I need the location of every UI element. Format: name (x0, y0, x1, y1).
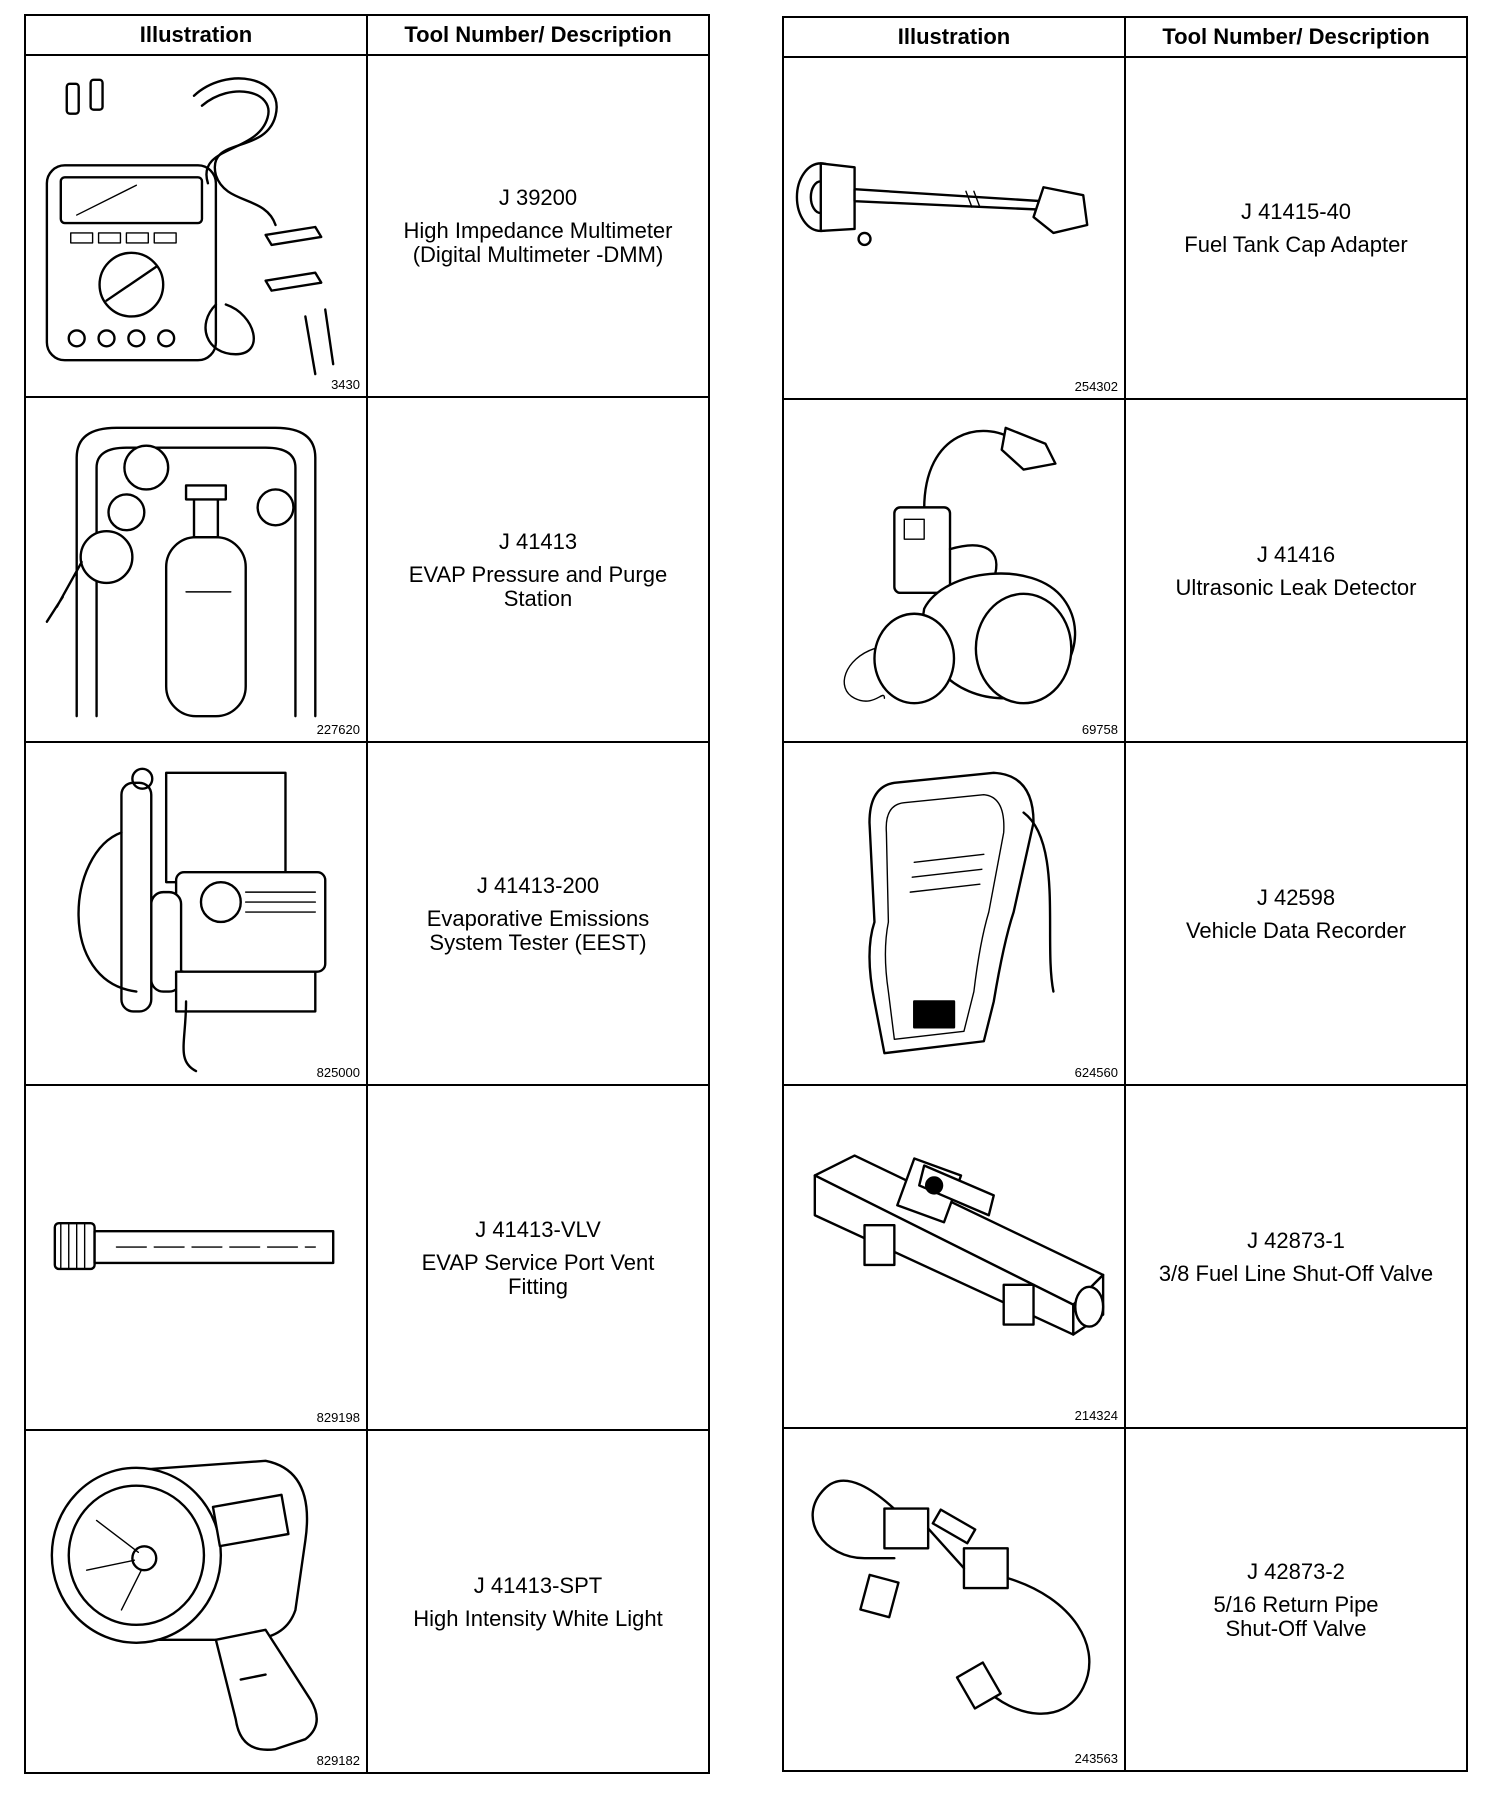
illustration-cell: 69758 (782, 398, 1126, 743)
tool-description: High Intensity White Light (413, 1605, 663, 1631)
vent-fitting-icon (26, 1086, 366, 1429)
tool-row: 829198 J 41413-VLV EVAP Service Port Ven… (24, 1084, 710, 1431)
illustration-header: Illustration (24, 14, 368, 56)
header-row: Illustration Tool Number/ Description (24, 14, 710, 56)
illustration-cell: 227620 (24, 396, 368, 743)
tool-cell: J 41413 EVAP Pressure and Purge Station (366, 396, 710, 743)
tool-cell: J 41415-40 Fuel Tank Cap Adapter (1124, 56, 1468, 400)
tool-description: 5/16 Return Pipe Shut-Off Valve (1213, 1591, 1379, 1641)
tool-number: J 41416 (1256, 541, 1336, 567)
figure-number: 3430 (331, 377, 360, 392)
figure-number: 243563 (1074, 1751, 1118, 1766)
tool-cell: J 42598 Vehicle Data Recorder (1124, 741, 1468, 1086)
tool-number: J 42873-1 (1247, 1227, 1345, 1253)
tool-header: Tool Number/ Description (366, 14, 710, 56)
figure-number: 829198 (316, 1410, 360, 1425)
tool-cell: J 42873-1 3/8 Fuel Line Shut-Off Valve (1124, 1084, 1468, 1429)
figure-number: 227620 (316, 722, 360, 737)
tool-description: Evaporative Emissions System Tester (EES… (426, 905, 650, 955)
tool-number: J 39200 (498, 185, 578, 210)
data-recorder-icon (784, 743, 1124, 1084)
tool-number: J 41413-SPT (473, 1572, 603, 1598)
illustration-cell: 624560 (782, 741, 1126, 1086)
tool-row: 825000 J 41413-200 Evaporative Emissions… (24, 741, 710, 1086)
emissions-tester-icon (26, 743, 366, 1084)
tool-description: Fuel Tank Cap Adapter (1184, 232, 1408, 257)
tool-description: High Impedance Multimeter (Digital Multi… (403, 218, 673, 267)
illustration-cell: 3430 (24, 54, 368, 398)
illustration-header: Illustration (782, 16, 1126, 58)
illustration-cell: 829198 (24, 1084, 368, 1431)
cap-adapter-icon (784, 58, 1124, 398)
shutoff-valve-icon (784, 1086, 1124, 1427)
tool-row: 69758 J 41416 Ultrasonic Leak Detector (782, 398, 1468, 743)
white-light-icon (26, 1431, 366, 1772)
tool-cell: J 41413-SPT High Intensity White Light (366, 1429, 710, 1774)
multimeter-icon (26, 56, 366, 396)
figure-number: 624560 (1074, 1065, 1118, 1080)
figure-number: 825000 (316, 1065, 360, 1080)
tool-description: EVAP Pressure and Purge Station (408, 561, 668, 611)
leak-detector-icon (784, 400, 1124, 741)
illustration-cell: 243563 (782, 1427, 1126, 1772)
tool-cell: J 42873-2 5/16 Return Pipe Shut-Off Valv… (1124, 1427, 1468, 1772)
figure-number: 829182 (316, 1753, 360, 1768)
tool-description: EVAP Service Port Vent Fitting (421, 1249, 655, 1299)
tool-row: 829182 J 41413-SPT High Intensity White … (24, 1429, 710, 1774)
tool-header: Tool Number/ Description (1124, 16, 1468, 58)
tool-description: Ultrasonic Leak Detector (1175, 574, 1417, 600)
tool-row: 243563 J 42873-2 5/16 Return Pipe Shut-O… (782, 1427, 1468, 1772)
tool-cell: J 41416 Ultrasonic Leak Detector (1124, 398, 1468, 743)
tool-number: J 41413 (498, 528, 578, 554)
tool-cell: J 41413-200 Evaporative Emissions System… (366, 741, 710, 1086)
illustration-cell: 829182 (24, 1429, 368, 1774)
figure-number: 254302 (1074, 379, 1118, 394)
illustration-cell: 254302 (782, 56, 1126, 400)
tool-cell: J 41413-VLV EVAP Service Port Vent Fitti… (366, 1084, 710, 1431)
illustration-cell: 825000 (24, 741, 368, 1086)
tool-number: J 42598 (1256, 884, 1336, 910)
purge-station-icon (26, 398, 366, 741)
tool-description: 3/8 Fuel Line Shut-Off Valve (1158, 1260, 1434, 1286)
tool-table-left: Illustration Tool Number/ Description (24, 14, 710, 1774)
tool-row: 624560 J 42598 Vehicle Data Recorder (782, 741, 1468, 1086)
tool-row: 214324 J 42873-1 3/8 Fuel Line Shut-Off … (782, 1084, 1468, 1429)
return-pipe-valve-icon (784, 1429, 1124, 1770)
tool-row: 227620 J 41413 EVAP Pressure and Purge S… (24, 396, 710, 743)
tool-description: Vehicle Data Recorder (1185, 917, 1407, 943)
illustration-cell: 214324 (782, 1084, 1126, 1429)
figure-number: 214324 (1074, 1408, 1118, 1423)
tool-number: J 42873-2 (1247, 1558, 1345, 1584)
tool-row: 3430 J 39200 High Impedance Multimeter (… (24, 54, 710, 398)
tool-cell: J 39200 High Impedance Multimeter (Digit… (366, 54, 710, 398)
tool-number: J 41413-200 (476, 872, 600, 898)
tool-number: J 41413-VLV (475, 1216, 601, 1242)
tool-row: 254302 J 41415-40 Fuel Tank Cap Adapter (782, 56, 1468, 400)
figure-number: 69758 (1081, 722, 1118, 737)
tool-number: J 41415-40 (1240, 199, 1352, 224)
tool-table-right: Illustration Tool Number/ Description 25… (782, 16, 1468, 1772)
header-row: Illustration Tool Number/ Description (782, 16, 1468, 58)
